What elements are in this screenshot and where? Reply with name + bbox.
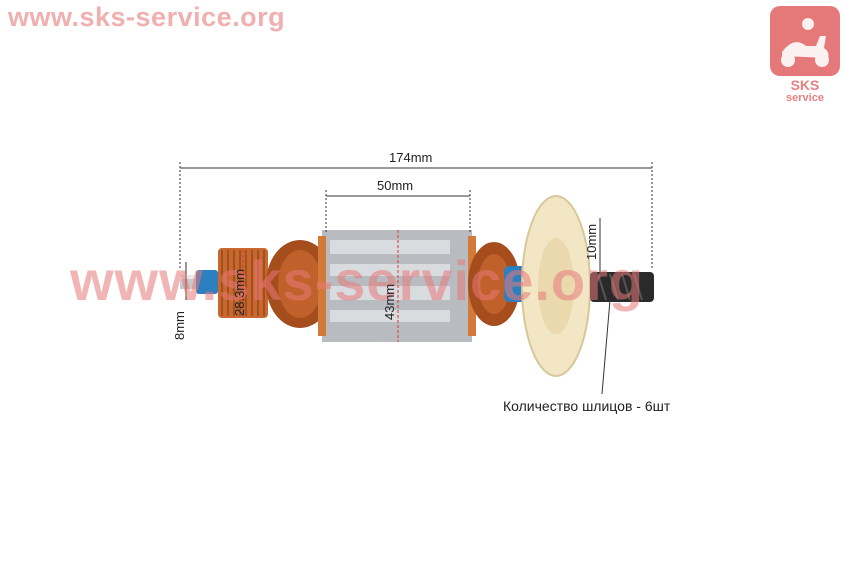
svg-text:SKS: SKS xyxy=(791,77,820,93)
splines-count-caption: Количество шлицов - 6шт xyxy=(503,398,671,414)
core-diameter-label: 43mm xyxy=(382,283,397,320)
watermark-url: www.sks-service.org xyxy=(8,2,286,32)
total-length-dimension xyxy=(179,162,653,270)
core-length-label: 50mm xyxy=(377,178,414,193)
shaft-diameter-label: 8mm xyxy=(172,311,187,340)
watermark-center: www.sks-service.org xyxy=(70,249,645,312)
sks-service-logo: SKS service xyxy=(770,6,840,102)
core-length-dimension xyxy=(325,190,471,232)
commutator-diameter-label: 28.3mm xyxy=(232,269,247,316)
caption-leader xyxy=(601,299,611,395)
blue-collar-left xyxy=(196,270,218,294)
svg-text:service: service xyxy=(786,92,824,102)
total-length-label: 174mm xyxy=(389,150,433,165)
gear-length-label: 10mm xyxy=(584,223,599,260)
pinion-gear xyxy=(590,272,654,302)
